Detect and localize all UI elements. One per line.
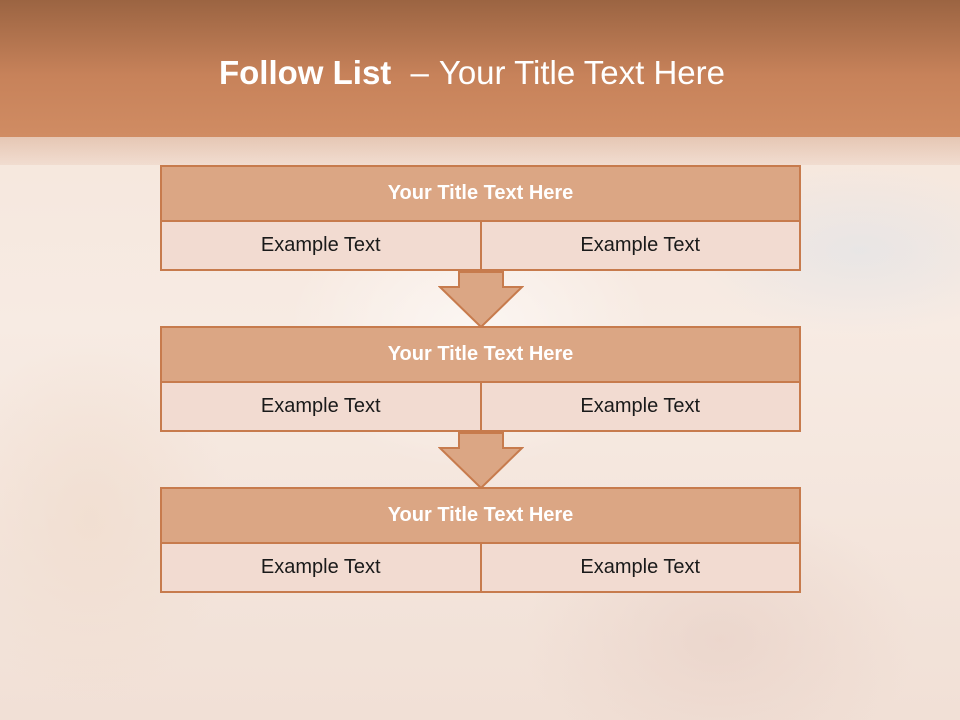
down-arrow-icon: [438, 432, 524, 490]
block-title: Your Title Text Here: [160, 326, 801, 383]
block-cell-left: Example Text: [162, 383, 482, 430]
block-row: Example Text Example Text: [160, 383, 801, 432]
block-title: Your Title Text Here: [160, 165, 801, 222]
list-block-1: Your Title Text Here Example Text Exampl…: [160, 165, 801, 271]
slide-title: Follow List –Your Title Text Here: [0, 54, 944, 92]
slide-title-bold: Follow List: [218, 54, 392, 91]
down-arrow-icon: [438, 271, 524, 329]
slide-title-dash: –: [410, 54, 429, 91]
block-cell-left: Example Text: [162, 544, 482, 591]
block-cell-right: Example Text: [580, 556, 701, 578]
block-cell-right: Example Text: [580, 395, 701, 417]
list-block-3: Your Title Text Here Example Text Exampl…: [160, 487, 801, 593]
block-title: Your Title Text Here: [160, 487, 801, 544]
title-bar: [0, 0, 960, 137]
slide-title-rest: Your Title Text Here: [438, 54, 725, 91]
block-row: Example Text Example Text: [160, 544, 801, 593]
list-block-2: Your Title Text Here Example Text Exampl…: [160, 326, 801, 432]
block-cell-left: Example Text: [162, 222, 482, 269]
title-bar-shadow: [0, 137, 960, 165]
block-cell-right: Example Text: [580, 234, 701, 256]
block-row: Example Text Example Text: [160, 222, 801, 271]
